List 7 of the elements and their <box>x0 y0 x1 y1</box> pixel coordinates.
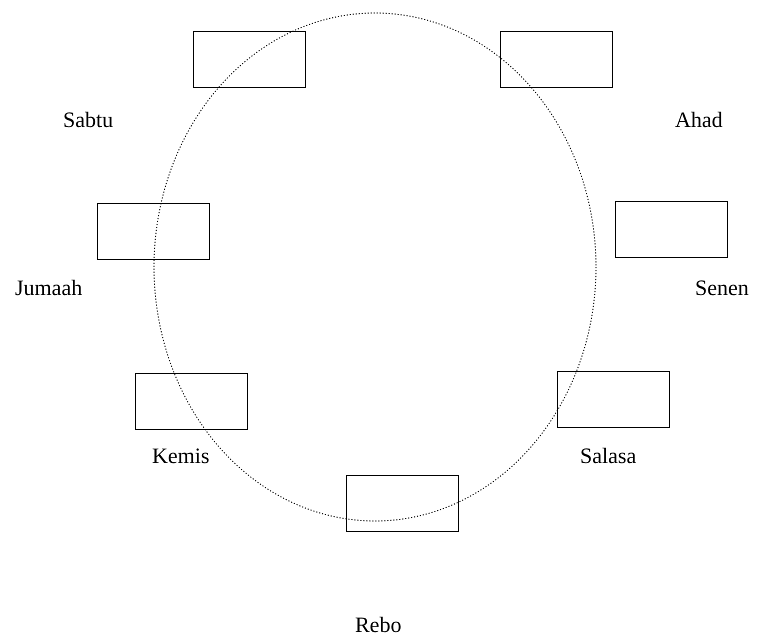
day-label: Rebo <box>355 614 402 636</box>
day-label: Senen <box>695 277 749 299</box>
day-label: Salasa <box>580 445 636 467</box>
day-label: Ahad <box>675 109 723 131</box>
day-label: Jumaah <box>15 277 82 299</box>
day-label: Sabtu <box>63 109 114 131</box>
day-label: Kemis <box>152 445 210 467</box>
